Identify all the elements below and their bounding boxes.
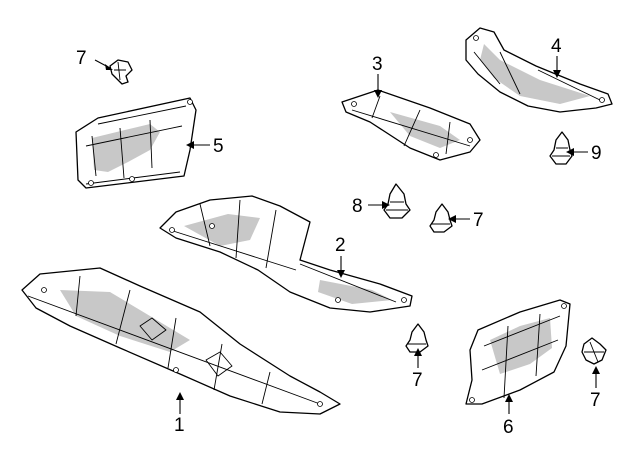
cover-part-3 <box>341 89 481 161</box>
clip-part-7-top-left <box>109 59 133 85</box>
callout-7-top-left: 7 <box>76 48 87 69</box>
shield-part-6 <box>465 299 571 405</box>
callout-7-lower: 7 <box>412 370 423 391</box>
callout-5: 5 <box>213 136 224 157</box>
clip-part-7-lower <box>405 323 429 353</box>
callout-2: 2 <box>335 235 346 256</box>
callout-4: 4 <box>551 36 562 57</box>
cover-part-2 <box>159 195 413 313</box>
cover-part-4 <box>465 27 613 113</box>
callout-7-right: 7 <box>590 390 601 411</box>
shield-part-5 <box>75 97 197 189</box>
cover-part-1 <box>21 267 341 415</box>
callout-9: 9 <box>591 143 602 164</box>
callout-8: 8 <box>352 196 363 217</box>
callout-3: 3 <box>372 54 383 75</box>
clip-part-7-mid <box>429 203 453 233</box>
clip-part-8 <box>383 183 411 219</box>
bolt-part-7-right <box>581 337 607 365</box>
clip-part-9 <box>549 131 573 165</box>
callout-1: 1 <box>174 415 185 436</box>
leader-lines <box>94 56 600 414</box>
callout-7-mid: 7 <box>473 210 484 231</box>
callout-6: 6 <box>503 417 514 438</box>
